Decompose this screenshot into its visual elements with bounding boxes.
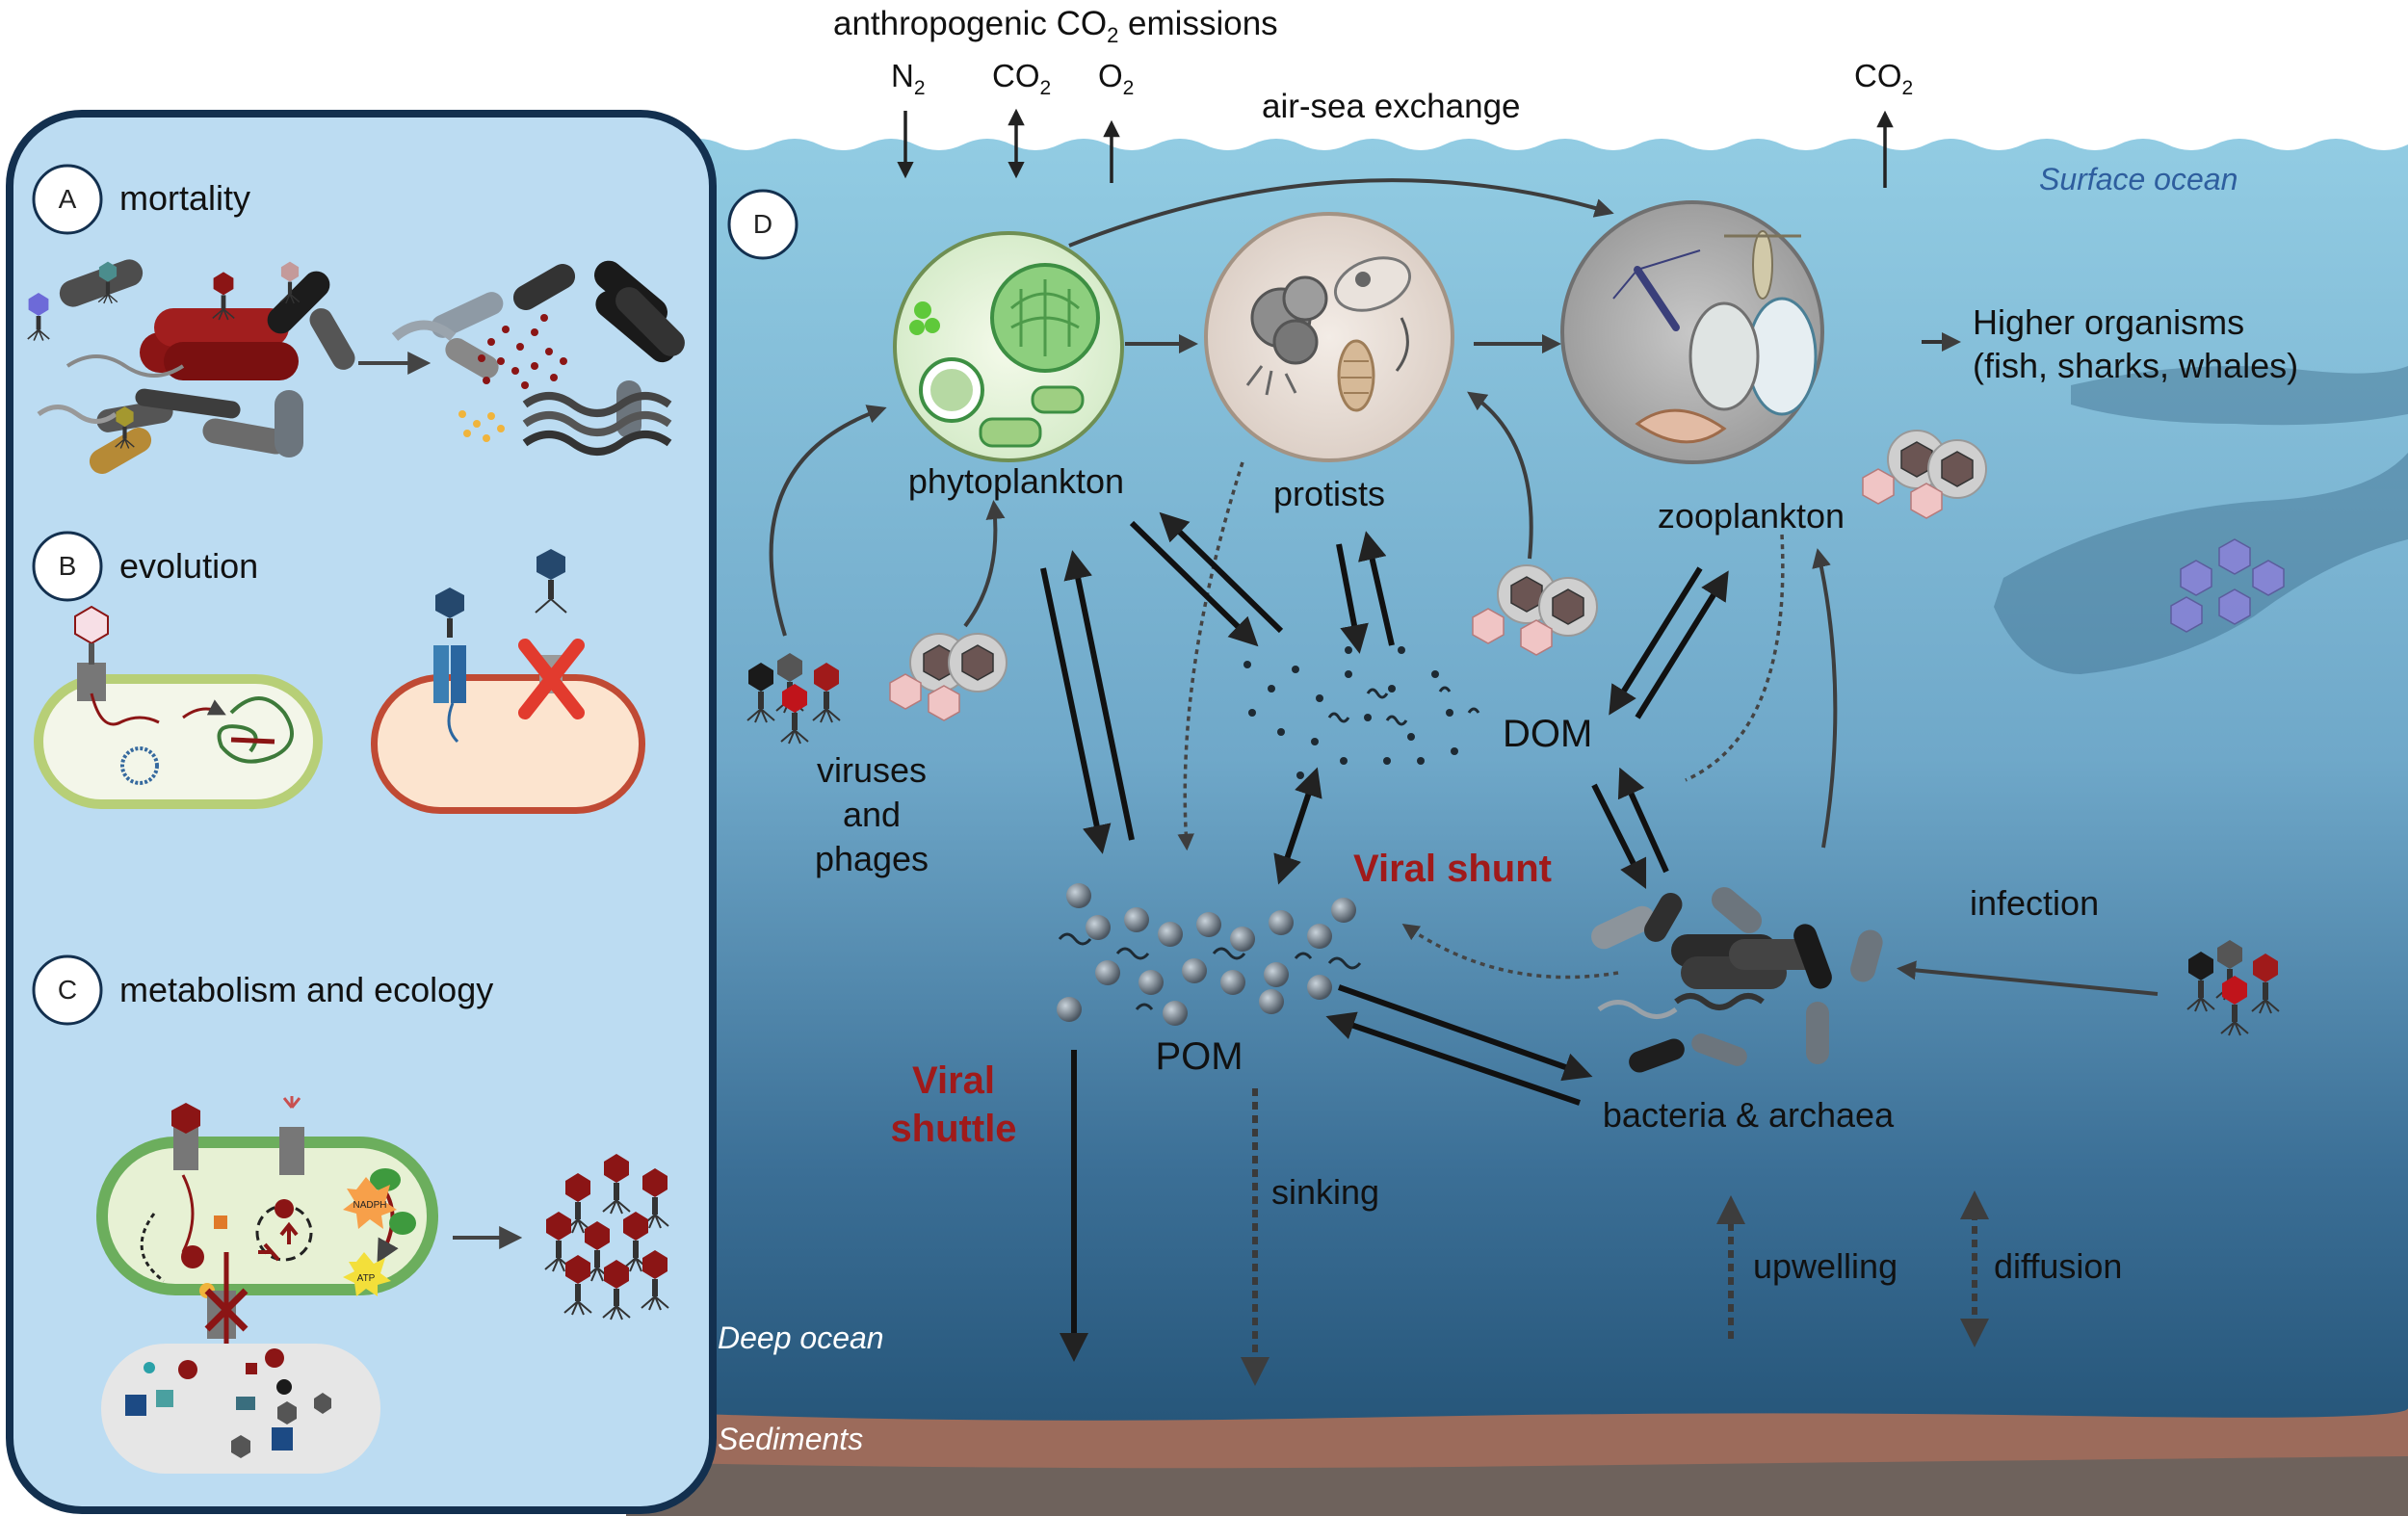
- bacteria-to-pom-arrow: [1325, 1011, 1581, 1106]
- virion-group-phyto: [889, 633, 1008, 721]
- panel-d-letter-circle: [727, 189, 798, 260]
- viral-shunt-arrow: [1401, 924, 1619, 980]
- bacteria-to-zoo-arc: [1812, 548, 1838, 849]
- panel-b-label: evolution: [119, 546, 258, 586]
- protists-to-dom-arrow: [1336, 543, 1369, 654]
- left-panel: [6, 110, 717, 1514]
- zoo-to-dom-arrow: [1609, 566, 1703, 716]
- viruses-label-line1: viruses: [817, 750, 927, 790]
- panel-c: C metabolism and ecology NADPH ATP: [32, 954, 669, 1474]
- pom-to-phyto-arrow: [1063, 550, 1135, 841]
- panel-b: B evolution: [32, 531, 645, 814]
- diffusion-label: diffusion: [1994, 1246, 2122, 1286]
- panel-a-bacteria-before: [37, 259, 355, 474]
- viruses-to-phyto-arc: [769, 405, 887, 637]
- viral-shuttle-line2: shuttle: [890, 1108, 1016, 1150]
- protists-label: protists: [1273, 474, 1385, 513]
- co2-right-label: CO2: [1854, 58, 1913, 99]
- virions-to-phyto-arc: [963, 500, 1006, 628]
- phyto-to-pom-arrow: [1040, 567, 1112, 854]
- pom-label: POM: [1155, 1035, 1243, 1078]
- zoo-to-pom-dotted: [1685, 534, 1785, 782]
- panel-d-letter: D: [753, 209, 772, 239]
- panel-c-cell: NADPH ATP: [96, 1096, 438, 1348]
- dom-pom-arrow: [1273, 767, 1322, 885]
- virion-group-zoo: [1862, 430, 1987, 519]
- dom-to-protists-arrow: [1358, 531, 1395, 646]
- food-web-arrows: [769, 178, 2159, 996]
- panel-a-letter-circle: [32, 164, 103, 235]
- vertical-transport: [1241, 1088, 1989, 1386]
- higher-organisms-label: Higher organisms: [1973, 302, 2244, 342]
- panel-b-cell-resistant: [371, 549, 645, 814]
- viral-shunt-label: Viral shunt: [1353, 848, 1552, 890]
- anthropogenic-emissions-label: anthropogenic CO2 emissions: [833, 5, 1278, 47]
- sediments-label: Sediments: [718, 1422, 863, 1456]
- o2-label: O2: [1098, 58, 1134, 99]
- air-sea-exchange-label: air-sea exchange: [1262, 88, 1521, 125]
- co2-label: CO2: [992, 58, 1051, 99]
- phyto-to-dom-arrow: [1129, 520, 1259, 647]
- protists-to-pom-dotted: [1177, 461, 1244, 851]
- viruses-label-line3: phages: [815, 839, 929, 878]
- phytoplankton-bubble: [893, 231, 1124, 462]
- pom-particles: [1057, 883, 1362, 1026]
- bacteria-label: bacteria & archaea: [1603, 1095, 1895, 1135]
- sinking-label: sinking: [1271, 1172, 1379, 1212]
- higher-organisms-examples: (fish, sharks, whales): [1973, 346, 2298, 385]
- panel-b-cell-infected: [34, 605, 323, 809]
- protists-bubble: [1204, 212, 1454, 462]
- panel-a-label: mortality: [119, 178, 250, 218]
- panel-b-letter-circle: [32, 531, 103, 602]
- panel-a-letter: A: [59, 184, 77, 214]
- surface-ocean-label: Surface ocean: [2039, 162, 2238, 196]
- dotted-arrows: [1177, 461, 1785, 980]
- exchange-arrows: [1040, 511, 1729, 1362]
- panel-a-bacteria-after: [391, 260, 685, 456]
- panel-a: A mortality: [27, 164, 685, 474]
- dom-to-zoo-arrow: [1635, 570, 1729, 719]
- panel-c-atp: ATP: [357, 1273, 376, 1284]
- panel-c-label: metabolism and ecology: [119, 970, 493, 1009]
- dom-to-bacteria-arrow: [1591, 783, 1647, 890]
- atmosphere-labels: anthropogenic CO2 emissions N2 CO2 O2 ai…: [833, 5, 1913, 188]
- virion-group-dom: [1472, 564, 1598, 656]
- infection-label: infection: [1970, 883, 2099, 923]
- phytoplankton-label: phytoplankton: [908, 461, 1124, 501]
- viruses-label-line2: and: [843, 795, 901, 834]
- panel-c-nadph: NADPH: [353, 1200, 386, 1211]
- deep-ocean-label: Deep ocean: [718, 1320, 884, 1355]
- upwelling-label: upwelling: [1753, 1246, 1898, 1286]
- panel-c-exported-metabolites: [101, 1344, 380, 1474]
- zooplankton-label: zooplankton: [1658, 496, 1845, 536]
- n2-label: N2: [891, 58, 926, 99]
- panel-c-letter-circle: [32, 954, 103, 1026]
- sediment-layer: [626, 1408, 2408, 1516]
- infection-arrow: [1897, 960, 2159, 996]
- pom-to-bacteria-arrow: [1338, 984, 1593, 1082]
- dom-particles: [1243, 646, 1480, 779]
- panel-b-letter: B: [59, 551, 77, 581]
- phyto-to-zoo-arc: [1068, 178, 1614, 248]
- panel-c-letter: C: [58, 975, 77, 1005]
- viral-shuttle-line1: Viral: [912, 1059, 995, 1102]
- dom-label: DOM: [1503, 713, 1592, 755]
- zooplankton-bubble: [1560, 200, 1824, 464]
- dom-to-phyto-arrow: [1159, 511, 1284, 634]
- dom-virions-to-protists-arc: [1467, 391, 1533, 560]
- bacteria-to-dom-arrow: [1617, 767, 1669, 874]
- bacteria-cluster: [1591, 887, 1883, 1073]
